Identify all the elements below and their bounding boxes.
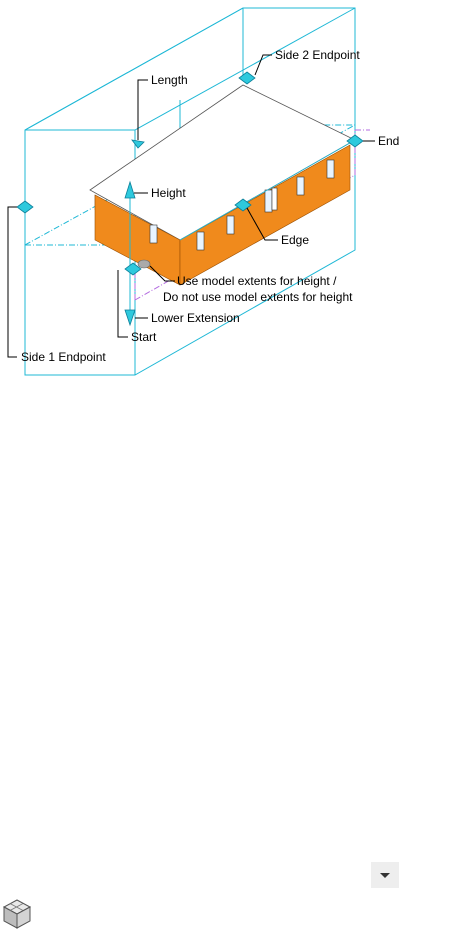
label-end: End [378,134,399,148]
wall-right [179,144,351,286]
box-top-edge [25,7,356,131]
leader-model-extents [149,265,175,282]
label-side2-endpoint: Side 2 Endpoint [275,48,360,62]
height-arrow-grip[interactable] [124,180,136,199]
section-box-diagram: Side 2 Endpoint Length End Height Edge U… [7,7,399,376]
dropdown-button[interactable] [371,862,399,888]
side2-endpoint-grip[interactable] [238,71,256,85]
building-model [89,84,356,286]
label-model-extents-1: Use model extents for height / [177,274,337,288]
leader-lines [7,54,375,358]
label-edge: Edge [281,233,309,247]
top-edge-line [179,139,356,241]
lower-extension-grip[interactable] [124,309,136,327]
window [326,159,335,179]
box-back-top [24,7,244,131]
end-grip[interactable] [346,134,364,148]
grips [16,71,364,276]
height-arrow [124,180,136,327]
labels: Side 2 Endpoint Length End Height Edge U… [21,48,399,364]
window [271,187,278,211]
leader-length [137,79,148,140]
window [196,231,205,251]
window [296,176,305,196]
label-length: Length [151,73,188,87]
leader-side2 [254,54,272,76]
cube-icon[interactable] [2,898,32,930]
leader-start [117,270,128,338]
length-grip[interactable] [131,139,145,149]
model-extents-toggle-grip[interactable] [137,259,151,269]
label-height: Height [151,186,186,200]
label-side1-endpoint: Side 1 Endpoint [21,350,106,364]
window [264,189,273,213]
leader-edge [246,207,278,241]
leader-side1 [7,206,17,358]
side1-endpoint-grip[interactable] [16,200,34,214]
window [226,215,235,235]
label-lower-extension: Lower Extension [151,311,240,325]
label-start: Start [131,330,157,344]
start-grip[interactable] [124,262,142,276]
window [149,224,158,244]
label-model-extents-2: Do not use model extents for height [163,290,353,304]
